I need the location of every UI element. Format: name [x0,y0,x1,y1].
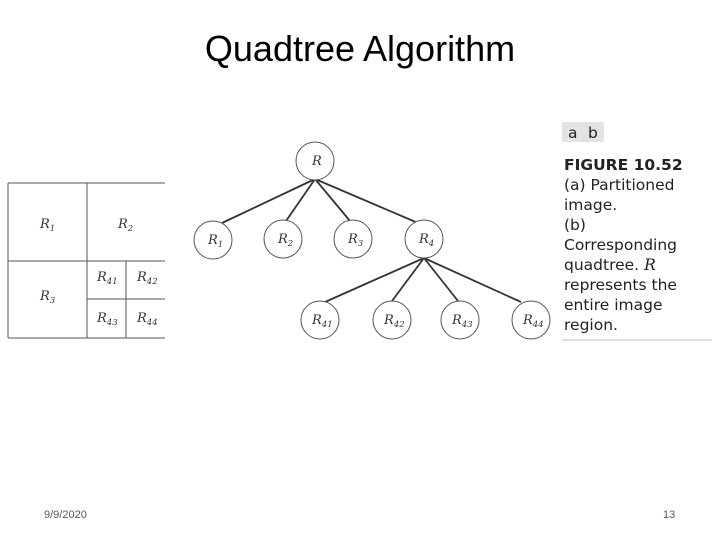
tree-node-circle [404,219,444,259]
quadtree-edges [221,178,522,303]
tree-node-circle [263,219,303,259]
region-label: R3 [39,289,55,306]
footer-date: 9/9/2020 [44,509,87,521]
caption-line: region. [564,316,618,334]
tree-node-circle [372,300,412,340]
tree-node: R42 [372,300,412,340]
tree-node-label: R [311,154,322,169]
caption-line: (b) [564,216,586,234]
tree-node-label: R2 [277,232,293,249]
caption-line: image. [564,196,617,214]
caption-heading: FIGURE 10.52 [564,156,683,174]
caption-symbol: R [643,256,656,274]
tree-node-label: R42 [383,313,405,330]
region-label: R2 [117,217,133,234]
tree-node: R41 [300,300,340,340]
tree-node: R4 [404,219,444,259]
tree-node-circle [333,219,373,259]
tree-node-circle [300,300,340,340]
caption-line: quadtree.R [564,256,656,274]
panel-tag-b: b [588,124,598,142]
tree-node-label: R44 [522,313,544,330]
tree-node: R1 [193,220,233,260]
caption-line: represents the [564,276,677,294]
region-label: R1 [39,217,55,234]
tree-node-label: R1 [207,233,223,250]
region-label: R43 [96,311,118,328]
slide-title: Quadtree Algorithm [204,28,516,69]
caption-line: entire image [564,296,663,314]
tree-node: R2 [263,219,303,259]
panel-tags: a b [562,122,604,142]
figure-caption: FIGURE 10.52 (a) Partitioned image. (b) … [562,156,712,341]
tree-node: R44 [511,300,551,340]
tree-node: R [295,141,335,181]
tree-node-circle [295,141,335,181]
region-label: R41 [96,270,118,287]
caption-line: (a) Partitioned [564,176,675,194]
tree-node-label: R41 [311,313,333,330]
region-label: R44 [136,311,158,328]
region-label: R42 [136,270,158,287]
caption-text: quadtree. [564,256,639,274]
tree-node-label: R43 [451,313,473,330]
panel-tag-a: a [568,124,578,142]
caption-line: Corresponding [564,236,677,254]
tree-node-circle [511,300,551,340]
tree-node-circle [193,220,233,260]
page-number: 13 [663,509,676,521]
tree-node-circle [440,300,480,340]
tree-node-label: R3 [347,232,363,249]
tree-node: R43 [440,300,480,340]
tree-node-label: R4 [418,232,434,249]
tree-node: R3 [333,219,373,259]
